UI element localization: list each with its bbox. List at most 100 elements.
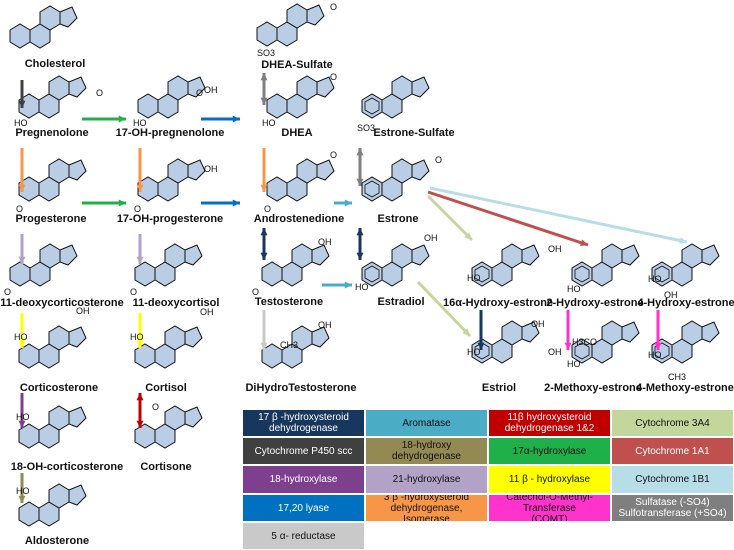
label-estradiol: Estradiol: [377, 296, 424, 308]
arrow-17oh-preg-17oh-prog: [136, 148, 144, 192]
legend-cell: Sulfatase (-SO4) Sulfotransferase (+SO4): [611, 494, 734, 522]
atom-ho: HO: [16, 412, 30, 422]
legend-cell: Catechol-O-Methyl- Transferase (COMT): [488, 494, 611, 522]
atom-oh: OH: [664, 290, 678, 300]
arrow-cholesterol-pregnenolone: [18, 80, 26, 108]
arrow-18oh-aldosterone: [18, 473, 26, 503]
atom-oh: OH: [76, 306, 90, 316]
arrow-17oh-pregnenolone-dhea: [201, 115, 240, 123]
legend-label: 17 β -hydroxysteroid dehydrogenase: [258, 412, 349, 434]
arrow-estrone-2-hydroxy: [427, 190, 589, 247]
atom-so3: SO3: [257, 48, 275, 58]
arrow-progesterone-17oh: [82, 199, 126, 207]
arrow-dhea-sulfate: [260, 73, 268, 105]
atom-ho: HO: [467, 347, 481, 357]
atom-ho: HO: [648, 274, 662, 284]
structure-pregnenolone: [18, 75, 87, 119]
arrow-cortisol-cortisone: [136, 393, 144, 428]
label-estrone-sulfate: Estrone-Sulfate: [373, 127, 454, 139]
atom-o: O: [196, 88, 203, 98]
atom-ho: HO: [133, 118, 147, 128]
structure-11-deoxycortisol: [134, 243, 203, 287]
structure-17-oh-pregnenolone: [137, 75, 206, 119]
structure-cortisol: [134, 325, 203, 369]
legend-label: 17α-hydroxylase: [512, 445, 587, 457]
legend-label: 11β hydroxysteroid dehydrogenase 1&2: [504, 412, 595, 434]
legend-label: 18-hydroxylase: [269, 474, 338, 485]
arrow-pregnenolone-17oh: [82, 115, 126, 123]
atom-o: O: [330, 150, 337, 160]
atom-ho: HO: [14, 332, 28, 342]
label-aldosterone: Aldosterone: [25, 535, 89, 547]
structure-17-oh-progesterone: [137, 158, 206, 202]
arrow-deoxycortisol-cortisol: [136, 313, 144, 348]
atom-o: O: [264, 204, 271, 214]
legend-label: Cytochrome 1A1: [635, 445, 710, 457]
structure-estrone-sulfate: [361, 75, 430, 119]
label-17-oh-pregnenolone: 17-OH-pregnenolone: [116, 127, 225, 139]
arrow-progesterone-deoxycorticosterone: [18, 234, 26, 264]
label-2-methoxy-estrone: 2-Methoxy-estrone: [544, 382, 642, 394]
atom-o: O: [96, 88, 103, 98]
arrow-estrone-4-hydroxy: [429, 186, 688, 244]
structure-cholesterol: [9, 5, 78, 49]
atom-o: O: [252, 287, 259, 297]
label-testosterone: Testosterone: [255, 296, 323, 308]
legend-cell: 17 β -hydroxysteroid dehydrogenase: [242, 409, 365, 437]
atom-ho: HO: [355, 282, 369, 292]
legend-cell: 11 β - hydroxylase: [488, 465, 611, 494]
arrow-16a-hydroxy-estriol: [477, 310, 485, 350]
atom-ho: HO: [262, 118, 276, 128]
legend-label: 18-hydroxy dehydrogenase: [392, 440, 461, 462]
atom-o: O: [435, 155, 442, 165]
label-dhea: DHEA: [281, 127, 312, 139]
legend-label: Cytochrome 1B1: [635, 474, 710, 485]
arrow-estrone-sulfate: [356, 148, 364, 186]
atom-oh: OH: [548, 244, 562, 254]
legend-label: Sulfatase (-SO4) Sulfotransferase (+SO4): [618, 497, 727, 519]
arrow-estrone-16a-hydroxy: [426, 194, 474, 242]
structure-16a-hydroxy-estrone: [471, 243, 540, 287]
atom-o: O: [152, 402, 159, 412]
label-cortisone: Cortisone: [140, 461, 191, 473]
atom-ho: HO: [14, 118, 28, 128]
label-pregnenolone: Pregnenolone: [15, 127, 88, 139]
legend-cell: Cytochrome 1A1: [611, 437, 734, 465]
legend-cell: 18-hydroxy dehydrogenase: [365, 437, 488, 465]
atom-ho: HO: [567, 359, 581, 369]
atom-so3: SO3: [357, 123, 375, 133]
atom-o: O: [16, 204, 23, 214]
legend-cell: 11β hydroxysteroid dehydrogenase 1&2: [488, 409, 611, 437]
label-cholesterol: Cholesterol: [25, 58, 86, 70]
atom-o: O: [330, 2, 337, 12]
arrow-corticosterone-18oh: [18, 393, 26, 428]
arrow-17oh-prog-androstenedione: [201, 199, 240, 207]
legend-cell: 17α-hydroxylase: [488, 437, 611, 465]
structure-11-deoxycorticosterone: [9, 243, 78, 287]
label-17-oh-progesterone: 17-OH-progesterone: [117, 213, 223, 225]
atom-oh: OH: [424, 233, 438, 243]
atom-ho: HO: [467, 273, 481, 283]
arrow-testosterone-dht: [260, 310, 268, 350]
legend-label: Catechol-O-Methyl- Transferase (COMT): [506, 494, 593, 522]
label-dhea-sulfate: DHEA-Sulfate: [261, 59, 333, 71]
legend-label: 5 α- reductase: [271, 530, 336, 542]
arrow-4-hydroxy-4-methoxy: [654, 310, 662, 350]
structure-cortisone: [134, 405, 203, 449]
arrow-group: [18, 73, 688, 503]
legend-label: 3 β -hydroxysteroid dehydrogenase, Isome…: [383, 494, 470, 522]
label-progesterone: Progesterone: [16, 213, 87, 225]
structure-4-hydroxy-estrone: [651, 243, 720, 287]
arrow-androstenedione-estrone: [334, 199, 352, 207]
structure-dhea-sulfate: [256, 3, 325, 47]
label-estrone: Estrone: [378, 213, 419, 225]
legend-cell: 18-hydroxylase: [242, 465, 365, 494]
label-2-hydroxy-estrone: 2-Hydroxy-estrone: [546, 297, 643, 309]
structure-estrone: [361, 158, 430, 202]
atom-o: O: [134, 204, 141, 214]
structure-progesterone: [18, 158, 87, 202]
arrow-pregnenolone-progesterone: [18, 148, 26, 192]
label-18-oh-corticosterone: 18-OH-corticosterone: [11, 461, 123, 473]
atom-ho: HO: [16, 486, 30, 496]
